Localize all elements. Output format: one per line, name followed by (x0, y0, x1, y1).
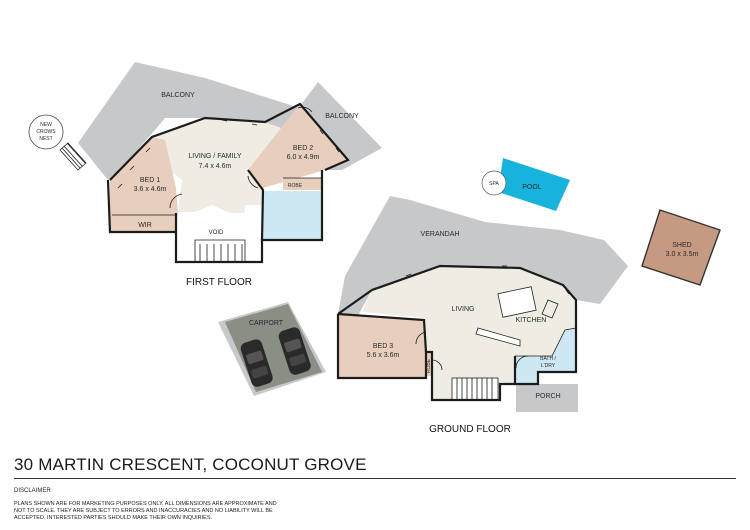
crows-nest-stair (28, 114, 87, 171)
void-label: VOID (209, 230, 224, 236)
car-left (240, 339, 273, 387)
verandah-label: VERANDAH (421, 231, 460, 238)
first-floor-label: FIRST FLOOR (186, 277, 252, 288)
verandah-area (338, 196, 628, 316)
bed3-label: BED 3 (373, 343, 393, 350)
disclaimer-text: PLANS SHOWN ARE FOR MARKETING PURPOSES O… (14, 501, 277, 521)
bed2-robe (283, 178, 323, 190)
porch-area (516, 384, 578, 412)
shed-dims: 3.0 x 3.5m (666, 251, 699, 258)
pool (498, 158, 570, 211)
crows-nest-label-1: NEW (40, 122, 52, 128)
kitchen-counter (475, 327, 521, 347)
floor-plan: BALCONY BALCONY NEW CROWS NEST LIVING / … (28, 62, 721, 435)
bed1-dims: 3.6 x 4.6m (134, 186, 167, 193)
crows-nest-label-3: NEST (39, 136, 52, 142)
crows-nest-marker (28, 114, 64, 150)
bed2-room (248, 104, 348, 188)
bed3-robe-label: ROBE (426, 358, 432, 373)
bed3-room (338, 314, 426, 378)
ground-floor-label: GROUND FLOOR (429, 424, 511, 435)
title-divider (14, 478, 736, 479)
ground-stairs (451, 377, 499, 401)
kitchen-island (497, 286, 537, 318)
spa-label: SPA (489, 181, 499, 187)
wir-label: WIR (138, 222, 152, 229)
disclaimer-heading: DISCLAIMER (14, 488, 51, 494)
living-family-dims: 7.4 x 4.6m (199, 163, 232, 170)
porch-label: PORCH (535, 393, 560, 400)
bed1-label: BED 1 (140, 177, 160, 184)
bath-label-2: L'DRY (541, 363, 556, 369)
bed3-robe (424, 352, 432, 376)
shed (641, 209, 721, 286)
living-family-room (155, 118, 300, 232)
spa (481, 170, 507, 196)
carport (218, 302, 326, 396)
balcony-right-label: BALCONY (325, 113, 359, 120)
balcony-left-label: BALCONY (161, 92, 195, 99)
bed2-label: BED 2 (293, 145, 313, 152)
bed3-dims: 5.6 x 3.6m (367, 352, 400, 359)
ensuite-room (262, 191, 322, 239)
pool-label: POOL (522, 184, 542, 191)
bed1-room (110, 137, 178, 232)
bed2-robe-label: ROBE (288, 183, 303, 189)
car-right (278, 327, 311, 375)
void-area (195, 205, 245, 240)
carport-label: CARPORT (249, 320, 284, 327)
living-label: LIVING (452, 306, 475, 313)
pool-area (481, 158, 570, 211)
bath-label-1: BATH / (540, 356, 556, 362)
property-title: 30 MARTIN CRESCENT, COCONUT GROVE (14, 455, 367, 474)
wir-room (112, 216, 174, 231)
living-family-label: LIVING / FAMILY (188, 153, 241, 160)
first-floor (28, 62, 382, 264)
crows-nest-label-2: CROWS (36, 129, 56, 135)
kitchen-label: KITCHEN (516, 317, 547, 324)
bed2-dims: 6.0 x 4.9m (287, 154, 320, 161)
shed-label: SHED (672, 242, 691, 249)
ground-floor (336, 196, 628, 412)
